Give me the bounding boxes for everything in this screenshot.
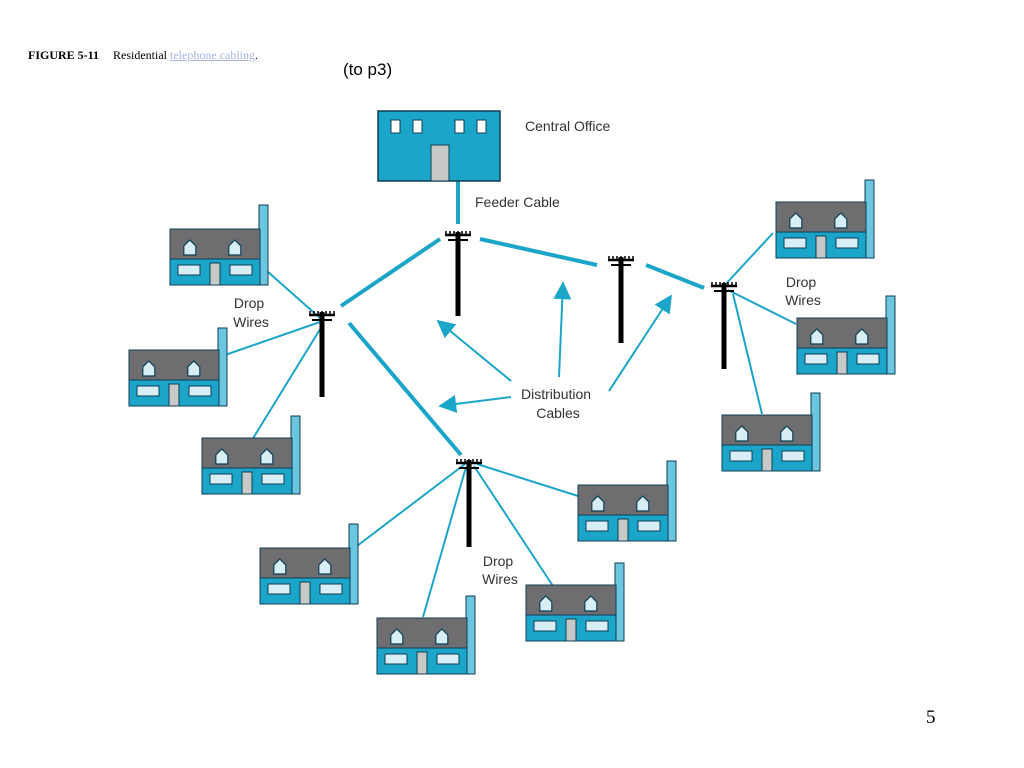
figure-number: FIGURE 5-11 <box>28 48 100 62</box>
house-icon <box>721 392 821 472</box>
drop-wires-group <box>224 232 797 618</box>
slide-note: (to p3) <box>343 60 393 79</box>
page-number: 5 <box>926 707 936 728</box>
drop-wire <box>224 321 321 356</box>
caption-text: Residential <box>113 48 168 62</box>
distribution-cable <box>645 263 705 290</box>
drop-wire <box>258 263 321 319</box>
arrow-icon <box>553 281 572 378</box>
caption-link[interactable]: telephone cabling <box>170 48 255 62</box>
window-icon <box>412 119 423 134</box>
distribution-cable <box>339 237 442 308</box>
drop-wires-label-left: Drop Wires <box>233 295 269 330</box>
drop-wire <box>356 463 466 547</box>
arrow-icon <box>438 395 512 413</box>
window-icon <box>476 119 487 134</box>
window-icon <box>390 119 401 134</box>
utility-pole-icon <box>309 311 335 397</box>
house-icon <box>525 562 625 642</box>
utility-pole-icon <box>445 231 471 316</box>
drop-wire <box>251 325 323 441</box>
house-icon <box>775 179 875 259</box>
house-icon <box>201 415 301 495</box>
utility-pole-icon <box>711 282 737 369</box>
arrow-icon <box>436 319 512 382</box>
house-icon <box>577 460 677 542</box>
utility-pole-icon <box>456 459 482 547</box>
drop-wire <box>422 466 467 618</box>
drop-wire <box>473 465 554 587</box>
drop-wires-label-right: Drop Wires <box>785 274 821 308</box>
central-office-label: Central Office <box>525 118 611 134</box>
arrows-group <box>436 281 672 413</box>
house-icon <box>169 204 269 286</box>
door-icon <box>430 144 450 182</box>
drop-wire <box>723 232 774 287</box>
house-icon <box>376 595 476 675</box>
drop-wire <box>732 293 763 415</box>
poles-group <box>309 231 737 547</box>
window-icon <box>454 119 465 134</box>
drop-wire <box>727 289 797 325</box>
house-icon <box>259 523 359 605</box>
distribution-cable <box>479 237 598 267</box>
caption-period: . <box>254 48 258 62</box>
utility-pole-icon <box>608 256 634 343</box>
drop-wires-label-bottom: Drop Wires <box>482 553 518 587</box>
house-icon <box>796 295 896 375</box>
distribution-cable <box>347 321 463 457</box>
distribution-cables-label: Distribution Cables <box>521 386 595 421</box>
houses-group <box>128 179 896 675</box>
feeder-cable-label: Feeder Cable <box>475 194 560 210</box>
central-office <box>377 110 501 182</box>
figure-caption: FIGURE 5-11 Residential telephone cabling… <box>28 48 258 63</box>
drop-wire <box>476 463 579 497</box>
distribution-cables-group <box>339 181 705 457</box>
house-icon <box>128 327 228 407</box>
arrow-icon <box>608 294 672 392</box>
